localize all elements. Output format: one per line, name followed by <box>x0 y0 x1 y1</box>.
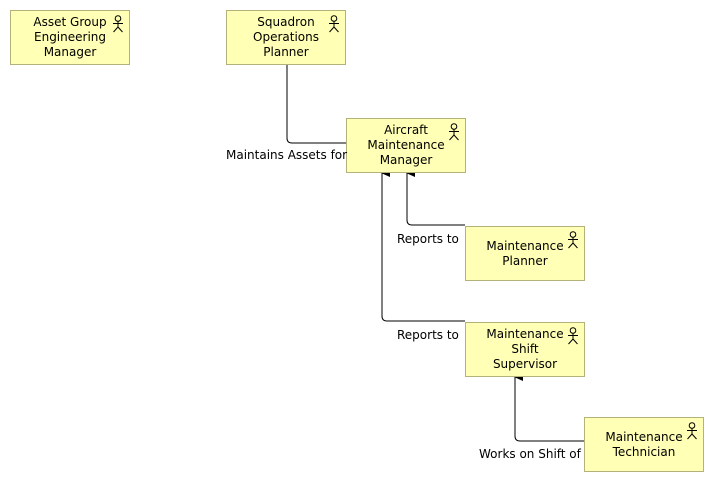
actor-icon <box>568 231 578 249</box>
connector-maintains-assets-for[interactable] <box>286 49 346 144</box>
node-maintenance-technician[interactable]: Maintenance Technician <box>584 417 704 472</box>
actor-icon <box>329 15 339 33</box>
actor-icon <box>449 123 459 141</box>
node-asset-group-engineering-manager[interactable]: Asset Group Engineering Manager <box>10 10 130 65</box>
actor-icon <box>687 422 697 440</box>
node-aircraft-maintenance-manager[interactable]: Aircraft Maintenance Manager <box>346 118 466 173</box>
connector-works-on-shift-of[interactable] <box>514 373 584 442</box>
node-label: Aircraft Maintenance Manager <box>367 123 445 167</box>
edge-label-maintains-assets-for: Maintains Assets for <box>226 148 348 162</box>
node-squadron-operations-planner[interactable]: Squadron Operations Planner <box>226 10 346 65</box>
connector-planner-reports-to[interactable] <box>406 169 465 226</box>
node-label: Squadron Operations Planner <box>253 15 319 59</box>
node-label: Maintenance Technician <box>605 429 683 459</box>
node-label: Maintenance Planner <box>486 238 564 268</box>
node-maintenance-planner[interactable]: Maintenance Planner <box>465 226 585 281</box>
edge-label-works-on-shift-of: Works on Shift of <box>479 447 581 461</box>
node-label: Maintenance Shift Supervisor <box>486 327 564 371</box>
actor-icon <box>113 15 123 33</box>
node-label: Asset Group Engineering Manager <box>33 15 107 59</box>
edge-label-planner-reports-to: Reports to <box>397 232 459 246</box>
connector-supervisor-reports-to[interactable] <box>381 169 465 322</box>
actor-icon <box>568 327 578 345</box>
node-maintenance-shift-supervisor[interactable]: Maintenance Shift Supervisor <box>465 322 585 377</box>
edge-label-supervisor-reports-to: Reports to <box>397 328 459 342</box>
